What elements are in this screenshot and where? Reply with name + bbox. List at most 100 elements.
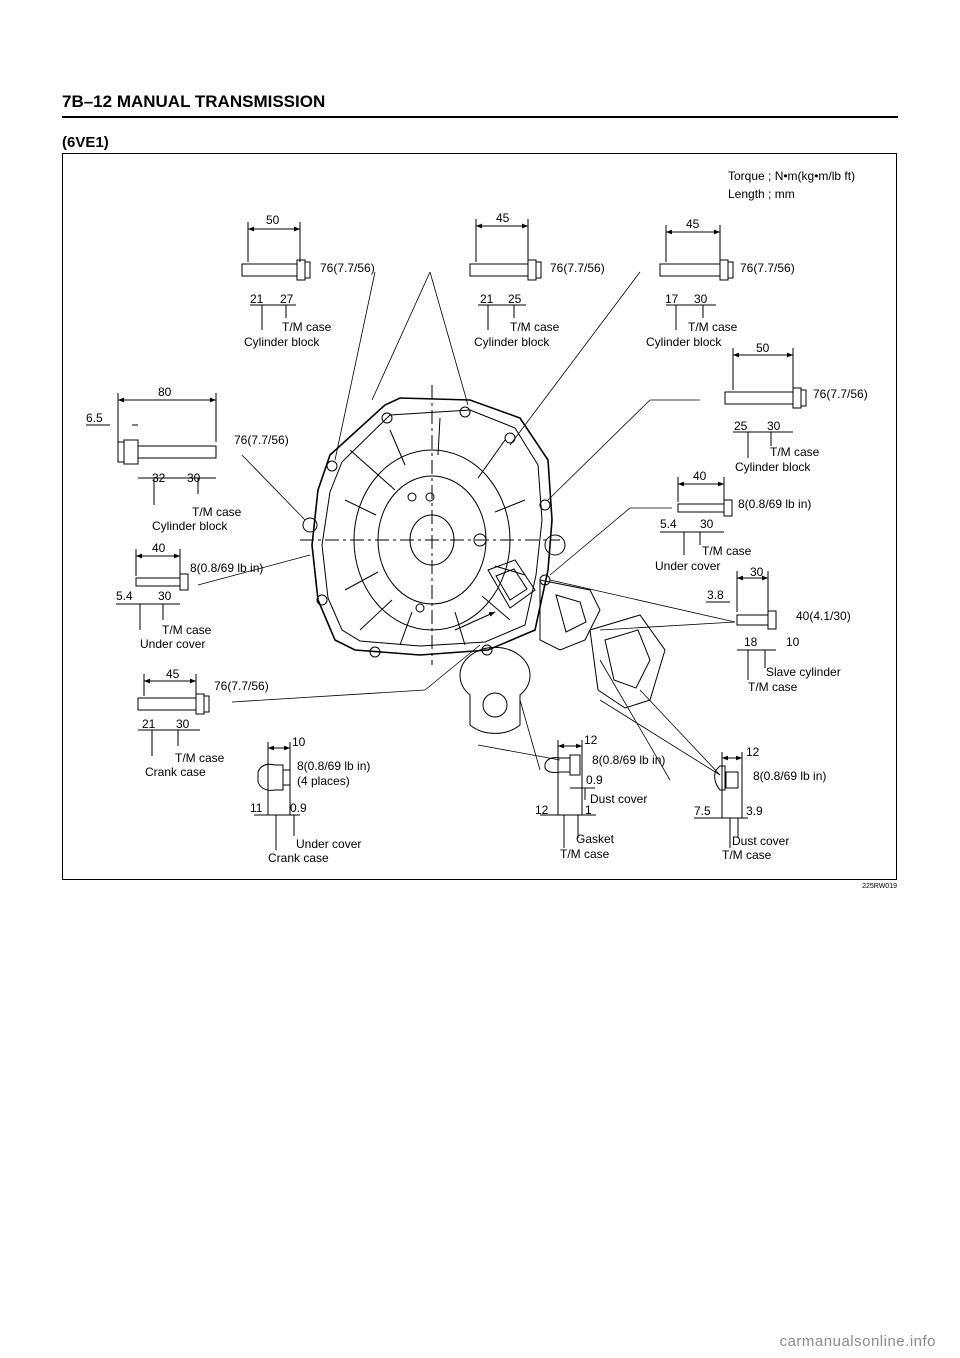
bolt-7-seg-b: 30 — [158, 589, 172, 603]
bolt-2-length: 45 — [496, 211, 510, 225]
bolt-1-part-b: Cylinder block — [244, 335, 320, 349]
bolt-11-seg-a: 12 — [535, 803, 549, 817]
bolt-11 — [540, 740, 596, 848]
figure-id: 225RW019 — [862, 883, 897, 890]
bolt-1-part-a: T/M case — [282, 320, 332, 334]
bolt-8-offset: 3.8 — [707, 588, 724, 602]
bolt-11-seg-mid: 0.9 — [586, 773, 603, 787]
bolt-12-torque: 8(0.8/69 lb in) — [753, 769, 826, 783]
bolt-9-torque: 76(7.7/56) — [214, 679, 269, 693]
bolt-12-seg-a: 7.5 — [694, 804, 711, 818]
bolt-5-part-a: T/M case — [192, 505, 242, 519]
bolt-4-length: 50 — [756, 341, 770, 355]
bolt-12 — [694, 752, 748, 848]
bolt-8-torque: 40(4.1/30) — [796, 609, 851, 623]
bolt-6-part-b: Under cover — [655, 559, 720, 573]
bolt-11-length: 12 — [584, 733, 598, 747]
bolt-3-part-a: T/M case — [688, 320, 738, 334]
bolt-5 — [86, 393, 217, 505]
bolt-4-seg-b: 30 — [767, 419, 781, 433]
bolt-2-part-a: T/M case — [510, 320, 560, 334]
bolt-4-part-b: Cylinder block — [735, 460, 811, 474]
header-rule — [62, 116, 898, 118]
bolt-11-seg-b: 1 — [585, 803, 592, 817]
bolt-4-part-a: T/M case — [770, 445, 820, 459]
bolt-10 — [254, 742, 300, 850]
watermark: carmanualsonline.info — [779, 1333, 936, 1350]
bolt-10-places: (4 places) — [297, 774, 350, 788]
bolt-4 — [724, 348, 807, 458]
bolt-12-part-a: Dust cover — [732, 834, 789, 848]
bolt-2-torque: 76(7.7/56) — [550, 261, 605, 275]
bolt-7-seg-a: 5.4 — [116, 589, 133, 603]
bolt-5-part-b: Cylinder block — [152, 519, 228, 533]
transmission-case-drawing — [300, 385, 666, 734]
bolt-2-seg-b: 25 — [508, 292, 522, 306]
bolt-8-part-a: Slave cylinder — [766, 665, 841, 679]
bolt-12-part-b: T/M case — [722, 848, 772, 862]
bolt-7-torque: 8(0.8/69 lb in) — [190, 561, 263, 575]
bolt-7-part-b: Under cover — [140, 637, 205, 651]
diagram-frame — [62, 153, 897, 880]
bolt-8-seg-a: 18 — [744, 635, 758, 649]
legend-length: Length ; mm — [728, 187, 795, 201]
bolt-4-seg-a: 25 — [734, 419, 748, 433]
bolt-5-offset: 6.5 — [86, 411, 103, 425]
bolt-8-part-b: T/M case — [748, 680, 798, 694]
bolt-3-length: 45 — [686, 217, 700, 231]
bolt-9-part-a: T/M case — [175, 751, 225, 765]
bolt-8-length: 30 — [750, 565, 764, 579]
bolt-7-length: 40 — [152, 541, 166, 555]
bolt-12-seg-b: 3.9 — [746, 804, 763, 818]
bolt-11-torque: 8(0.8/69 lb in) — [592, 753, 665, 767]
bolt-3-seg-b: 30 — [694, 292, 708, 306]
bolt-6-seg-b: 30 — [700, 517, 714, 531]
legend-torque: Torque ; N•m(kg•m/lb ft) — [728, 169, 855, 183]
bolt-3 — [659, 225, 734, 330]
bolt-6-seg-a: 5.4 — [660, 517, 677, 531]
bolt-3-seg-a: 17 — [665, 292, 679, 306]
bolt-10-part-a: Under cover — [296, 837, 361, 851]
bolt-6 — [660, 477, 733, 555]
engine-variant-label: (6VE1) — [62, 134, 109, 151]
bolt-8 — [706, 571, 777, 680]
bolt-8-seg-b: 10 — [786, 635, 800, 649]
bolt-5-seg-a: 32 — [152, 471, 166, 485]
bolt-4-torque: 76(7.7/56) — [813, 387, 868, 401]
bolt-10-torque: 8(0.8/69 lb in) — [297, 759, 370, 773]
bolt-1-seg-a: 21 — [250, 292, 264, 306]
bolt-6-length: 40 — [693, 469, 707, 483]
bolt-1-length: 50 — [266, 213, 280, 227]
bolt-9 — [137, 674, 210, 756]
bolt-7-part-a: T/M case — [162, 623, 212, 637]
bolt-5-torque: 76(7.7/56) — [234, 433, 289, 447]
leader-lines — [197, 271, 736, 781]
bolt-6-torque: 8(0.8/69 lb in) — [738, 497, 811, 511]
bolt-2-seg-a: 21 — [480, 292, 494, 306]
bolt-9-part-b: Crank case — [145, 765, 206, 779]
bolt-1-torque: 76(7.7/56) — [320, 261, 375, 275]
bolt-12-length: 12 — [746, 745, 760, 759]
bolt-11-part-a: Gasket — [576, 832, 615, 846]
bolt-10-length: 10 — [292, 735, 306, 749]
bolt-6-part-a: T/M case — [702, 544, 752, 558]
bolt-2 — [469, 219, 542, 330]
page-header: 7B–12 MANUAL TRANSMISSION — [62, 92, 326, 111]
bolt-10-part-b: Crank case — [268, 851, 329, 865]
bolt-9-seg-a: 21 — [142, 717, 156, 731]
bolt-2-part-b: Cylinder block — [474, 335, 550, 349]
bolt-9-length: 45 — [166, 667, 180, 681]
bolt-7 — [116, 549, 189, 630]
bolt-10-seg-a: 11 — [250, 801, 263, 815]
bolt-11-part-mid: Dust cover — [590, 792, 647, 806]
bolt-1 — [241, 222, 311, 330]
bolt-5-seg-b: 30 — [187, 471, 201, 485]
bolt-3-part-b: Cylinder block — [646, 335, 722, 349]
bolt-3-torque: 76(7.7/56) — [740, 261, 795, 275]
bolt-1-seg-b: 27 — [280, 292, 294, 306]
bolt-5-length: 80 — [158, 385, 172, 399]
bolt-9-seg-b: 30 — [176, 717, 190, 731]
bolt-11-part-b: T/M case — [560, 847, 610, 861]
bolt-10-seg-b: 0.9 — [290, 801, 307, 815]
